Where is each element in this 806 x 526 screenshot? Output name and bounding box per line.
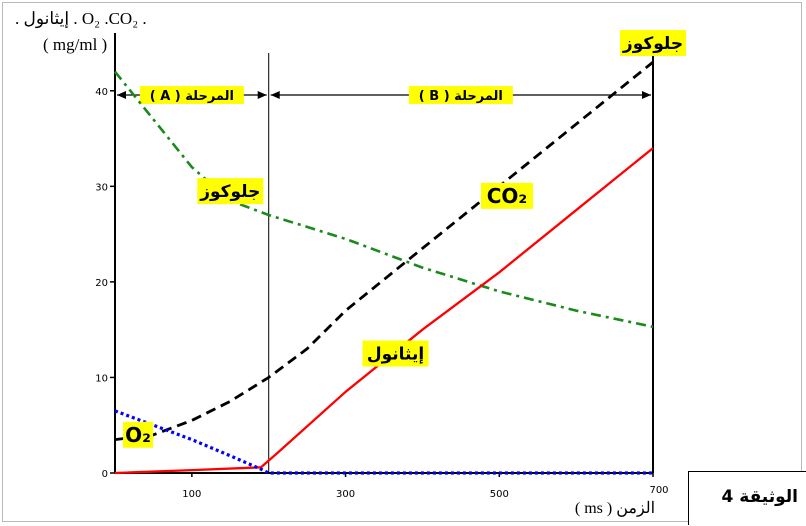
phase-label: المرحلة ( A ) (150, 89, 234, 104)
curve-label: جلوكوز (622, 34, 683, 54)
y-tick-label: 40 (95, 87, 108, 98)
x-axis-title: الزمن ( ms ) (575, 500, 655, 517)
phase-arrow-head-right (642, 91, 651, 99)
phase-label: المرحلة ( B ) (419, 89, 503, 104)
axes-layer: 0 10 20 30 40 100 300 500 700 المرحلة ( A ) المرحل… (95, 33, 669, 500)
phase-arrow-head-left (270, 91, 280, 99)
series-line (114, 61, 654, 441)
curve-label-bg (362, 340, 429, 367)
curve-label: O₂ (125, 423, 151, 447)
y-tick-label: 20 (95, 278, 108, 289)
y-tick-label: 0 (102, 469, 108, 480)
curve-label-bg (620, 30, 686, 56)
curve-label-bg (197, 178, 264, 205)
series-layer (113, 61, 654, 475)
y-tick-label: 10 (95, 373, 108, 384)
labels-layer: جلوكوز جلوكوز CO₂ إيثانول O₂ الزمن ( ms ) (123, 30, 686, 517)
phase-arrow-head-right (257, 91, 267, 99)
x-tick-label: 700 (649, 485, 668, 496)
curve-label: جلوكوز (199, 182, 260, 202)
y-axis-title-line1: . إيثانول . O₂ .CO₂ . (15, 9, 147, 28)
phase-label-bg (139, 86, 244, 104)
curve-label: CO₂ (487, 184, 527, 208)
chart: 0 10 20 30 40 100 300 500 700 المرحلة ( A ) المرحل… (95, 30, 686, 517)
curve-label-bg (123, 421, 154, 448)
phase-arrow-head-left (117, 91, 126, 99)
curve-label-bg (480, 182, 533, 209)
x-tick-label: 100 (182, 489, 201, 500)
document-label-box: الوثيقة 4 (688, 471, 806, 525)
curve-label: إيثانول (367, 345, 424, 365)
document-label: الوثيقة 4 (721, 487, 799, 507)
y-axis-title-line2: ( mg/ml ) (43, 35, 108, 54)
phase-label-bg (408, 86, 513, 104)
series-line (113, 70, 654, 329)
series-line (114, 409, 653, 475)
x-tick-label: 500 (490, 489, 509, 500)
x-tick-label: 300 (336, 489, 355, 500)
series-line (114, 147, 654, 475)
y-tick-label: 30 (95, 182, 108, 193)
